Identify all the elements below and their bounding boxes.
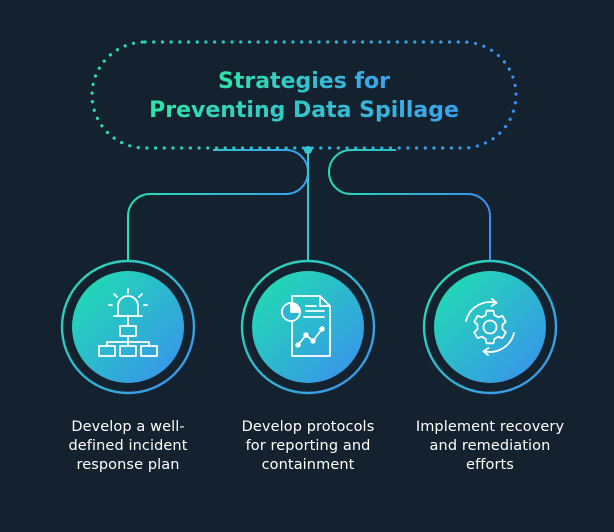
strategy-label-line: Implement recovery bbox=[415, 419, 565, 435]
strategy-node-2 bbox=[240, 259, 376, 395]
strategy-label-2: Develop protocols for reporting and cont… bbox=[213, 418, 403, 475]
strategy-disc bbox=[252, 271, 364, 383]
strategy-label-1: Develop a well- defined incident respons… bbox=[33, 418, 223, 475]
connector-right bbox=[328, 149, 491, 262]
strategy-label-line: efforts bbox=[466, 457, 514, 473]
title-line-2: Preventing Data Spillage bbox=[149, 98, 459, 123]
strategy-label-line: response plan bbox=[76, 457, 180, 473]
strategy-node-3 bbox=[422, 259, 558, 395]
reporting-protocol-document-icon bbox=[281, 295, 331, 357]
strategy-label-3: Implement recovery and remediation effor… bbox=[395, 418, 585, 475]
strategy-label-line: for reporting and bbox=[245, 438, 371, 454]
strategy-label-line: Develop protocols bbox=[241, 419, 375, 435]
connector-center-dot bbox=[304, 146, 312, 154]
strategy-disc bbox=[434, 271, 546, 383]
strategy-label-line: defined incident bbox=[68, 438, 188, 454]
strategy-label-line: and remediation bbox=[429, 438, 551, 454]
recovery-gear-cycle-icon bbox=[465, 298, 515, 356]
title-dotted-frame bbox=[90, 40, 518, 150]
incident-response-plan-icon bbox=[98, 288, 158, 357]
strategy-node-1 bbox=[60, 259, 196, 395]
strategy-disc bbox=[72, 271, 184, 383]
strategy-label-line: Develop a well- bbox=[71, 419, 185, 435]
title-line-1: Strategies for bbox=[218, 69, 390, 94]
connector-left bbox=[127, 149, 309, 262]
strategy-label-line: containment bbox=[261, 457, 355, 473]
